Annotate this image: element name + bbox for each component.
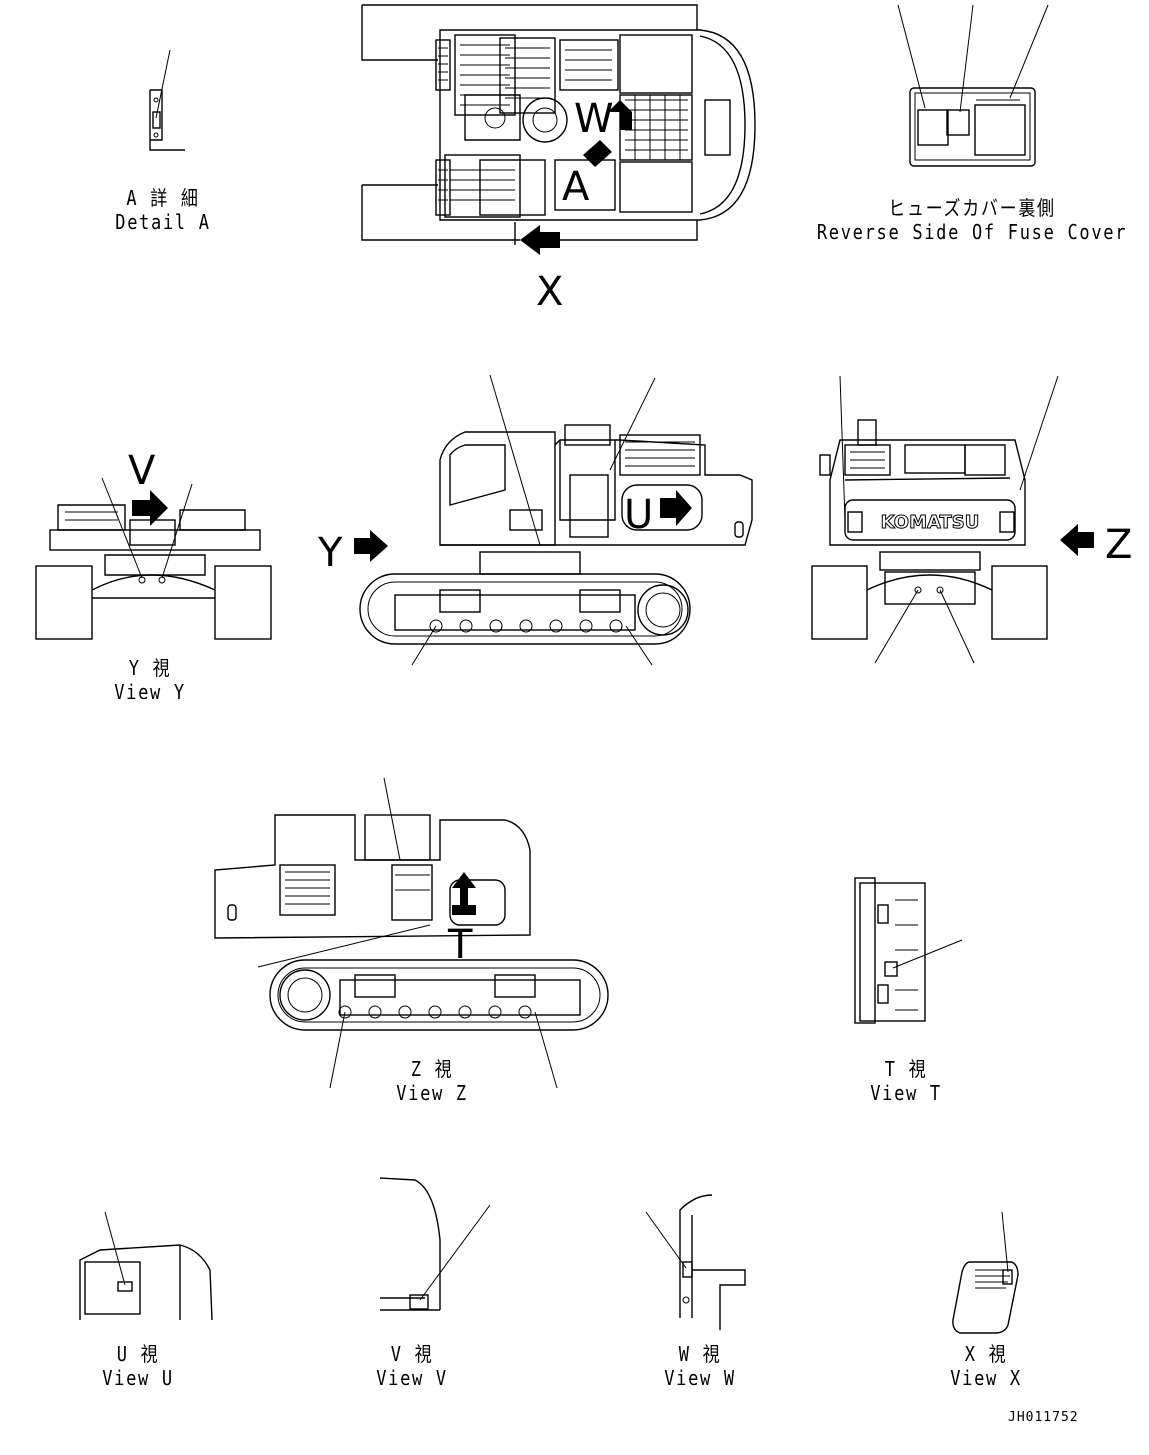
- fuse-cover-drawing: [897, 4, 1049, 167]
- brand-logo-text: KOMATSU: [881, 512, 980, 533]
- marker-x-label: X: [536, 269, 563, 315]
- caption-view-y-jp: Y 視: [128, 656, 172, 680]
- caption-view-y: Y 視 View Y: [99, 656, 201, 704]
- caption-view-x-jp: X 視: [964, 1342, 1008, 1366]
- caption-view-w-jp: W 視: [678, 1342, 722, 1366]
- caption-detail-a: A 詳 細 Detail A: [108, 186, 219, 234]
- view-t-drawing: [854, 877, 963, 1024]
- marker-w-label: W: [574, 96, 614, 142]
- view-z-drawing: T: [214, 777, 609, 1089]
- caption-view-u: U 視 View U: [87, 1342, 189, 1390]
- view-u-drawing: [79, 1211, 213, 1321]
- caption-view-y-en: View Y: [114, 680, 186, 704]
- caption-view-u-en: View U: [102, 1366, 174, 1390]
- caption-fuse-cover-jp: ヒューズカバー裏側: [888, 196, 1056, 220]
- marker-a-label: A: [562, 164, 590, 210]
- caption-view-w: W 視 View W: [649, 1342, 751, 1390]
- caption-view-w-en: View W: [664, 1366, 736, 1390]
- caption-detail-a-en: Detail A: [115, 210, 211, 234]
- top-plan-view: W A X: [361, 4, 756, 315]
- caption-fuse-cover: ヒューズカバー裏側 Reverse Side Of Fuse Cover: [811, 196, 1134, 244]
- caption-view-x-en: View X: [950, 1366, 1022, 1390]
- marker-z-label: Z: [1105, 522, 1132, 568]
- caption-view-u-jp: U 視: [116, 1342, 160, 1366]
- caption-detail-a-jp: A 詳 細: [126, 186, 200, 210]
- caption-view-v-jp: V 視: [390, 1342, 434, 1366]
- view-x-drawing: [952, 1211, 1019, 1334]
- marker-v-label: V: [128, 448, 156, 494]
- caption-view-z-jp: Z 視: [410, 1057, 454, 1081]
- marker-y-label: Y: [317, 530, 343, 576]
- caption-view-t: T 視 View T: [855, 1057, 957, 1105]
- view-w-drawing: [645, 1194, 746, 1330]
- caption-view-v-en: View V: [376, 1366, 448, 1390]
- caption-view-v: V 視 View V: [361, 1342, 463, 1390]
- marker-u-label: U: [624, 492, 653, 538]
- view-v-drawing: [379, 1177, 491, 1311]
- view-y-drawing: V: [35, 448, 272, 640]
- caption-view-x: X 視 View X: [935, 1342, 1037, 1390]
- caption-view-z-en: View Z: [396, 1081, 468, 1105]
- detail-a-drawing: [149, 49, 185, 151]
- rear-view-drawing: KOMATSU Z: [811, 375, 1132, 664]
- caption-view-z: Z 視 View Z: [381, 1057, 483, 1105]
- caption-view-t-jp: T 視: [884, 1057, 928, 1081]
- marker-t-label: T: [447, 922, 473, 968]
- drawing-number: JH011752: [1008, 1410, 1079, 1425]
- caption-view-t-en: View T: [870, 1081, 942, 1105]
- caption-fuse-cover-en: Reverse Side Of Fuse Cover: [816, 220, 1128, 244]
- side-view-drawing: Y U: [317, 374, 753, 666]
